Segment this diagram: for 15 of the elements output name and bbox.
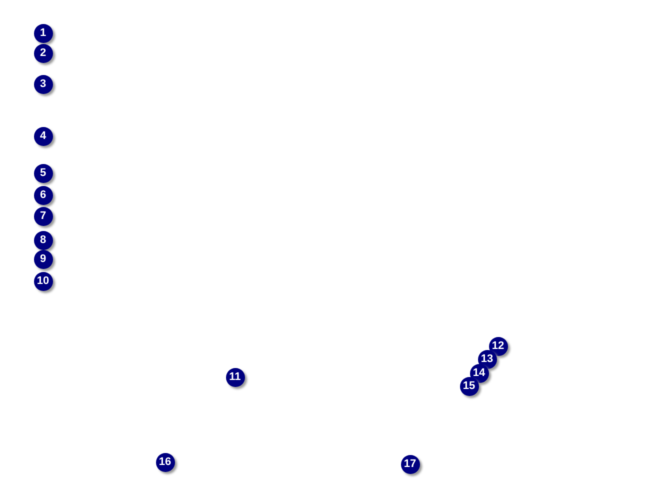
callout-number: 8: [34, 230, 52, 250]
callout-number: 9: [34, 250, 52, 268]
callout-number: 16: [156, 452, 174, 472]
callout-number: 17: [400, 454, 420, 474]
callout-number: 11: [226, 368, 244, 386]
callout-number: 4: [34, 126, 52, 146]
callout-number: 10: [34, 272, 52, 290]
callout-number: 12: [488, 336, 508, 356]
callout-number: 15: [460, 376, 478, 396]
callout-number: 7: [34, 206, 52, 226]
callout-number: 5: [34, 164, 52, 182]
callout-number: 3: [34, 74, 52, 94]
callout-number: 6: [34, 186, 52, 204]
callout-number: 2: [34, 44, 52, 62]
callout-number: 1: [34, 24, 52, 42]
